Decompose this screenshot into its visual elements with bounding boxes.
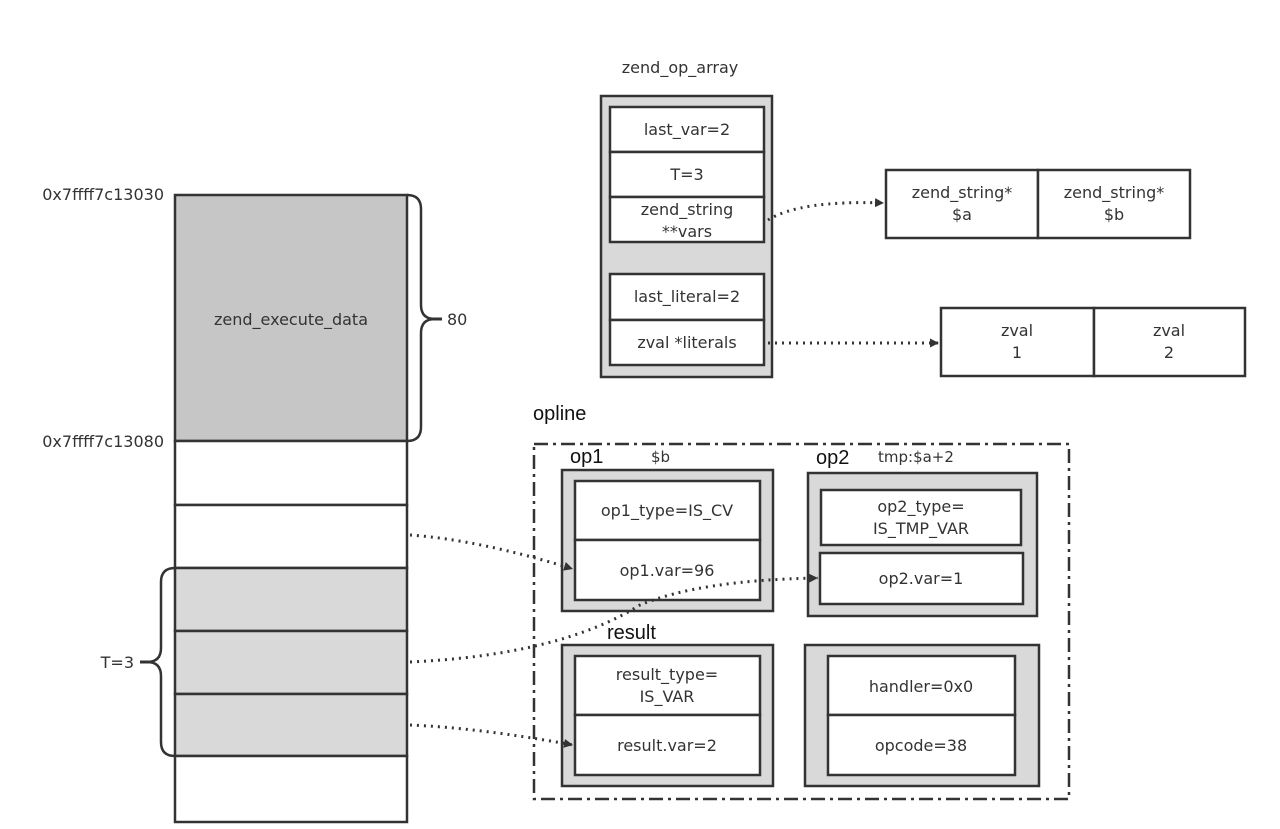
vars-text-line1: zend_string — [641, 200, 733, 220]
opcode-field — [826, 713, 1017, 777]
execute-data-block — [173, 193, 409, 443]
literal-cell-2-type: zval — [1153, 321, 1185, 340]
arrow-slot-to-op1 — [409, 533, 574, 571]
op1-type-text: op1_type=IS_CV — [601, 501, 733, 521]
result-label: result — [607, 622, 656, 644]
t-text: T=3 — [669, 165, 703, 184]
pointer-arrows — [409, 198, 939, 748]
vars-cell-a-name: $a — [952, 205, 972, 224]
literal-cell-1-value: 1 — [1012, 343, 1022, 362]
op1-type-field — [573, 479, 762, 542]
op1-label: op1 — [570, 446, 603, 468]
literals-text: zval *literals — [637, 333, 736, 352]
literals-field — [608, 318, 766, 367]
tmp-slot-3 — [173, 692, 409, 758]
op1-var-text: op1.var=96 — [620, 561, 715, 580]
vars-cell-a — [884, 168, 1040, 240]
op2-label: op2 — [816, 447, 849, 469]
arrow-tmp-to-op2 — [409, 573, 819, 664]
arrow-vars-to-names — [767, 198, 885, 222]
op2-type-text-line2: IS_TMP_VAR — [873, 519, 969, 539]
op2-note: tmp:$a+2 — [878, 448, 954, 466]
address-top: 0x7ffff7c13030 — [42, 185, 164, 204]
stack-slot-2 — [173, 503, 409, 570]
stack-slot-1 — [173, 439, 409, 507]
tmp-slot-1 — [173, 566, 409, 633]
op-array: zend_op_array last_var=2 T=3 zend_string… — [599, 58, 774, 379]
result-type-field — [573, 654, 762, 717]
vars-cell-b-name: $b — [1104, 205, 1124, 224]
last-var-text: last_var=2 — [644, 120, 730, 140]
last-literal-field — [608, 272, 766, 322]
opcode-text: opcode=38 — [875, 736, 967, 755]
op2-type-field — [819, 488, 1023, 547]
stack-frame: zend_execute_data 0x7ffff7c13030 0x7ffff… — [42, 185, 467, 824]
literal-cell-2-value: 2 — [1164, 343, 1174, 362]
opline-title: opline — [533, 403, 586, 425]
handler-text: handler=0x0 — [869, 677, 973, 696]
vars-text-line2: **vars — [662, 222, 712, 241]
op2-var-field — [818, 551, 1025, 606]
vars-cell-b-type: zend_string* — [1064, 183, 1164, 203]
op-array-title: zend_op_array — [622, 58, 738, 78]
arrow-tmp-to-result — [409, 723, 574, 748]
tmp-slot-2 — [173, 629, 409, 696]
execute-data-label: zend_execute_data — [214, 310, 368, 330]
vars-array: zend_string* $a zend_string* $b — [884, 168, 1192, 240]
literal-cell-2 — [1092, 306, 1247, 378]
result-var-field — [573, 713, 762, 777]
op2-type-text-line1: op2_type= — [877, 497, 964, 517]
vars-cell-b — [1036, 168, 1192, 240]
opline: opline op1 $b op1_type=IS_CV op1.var=96 … — [532, 403, 1071, 801]
literal-cell-1 — [939, 306, 1096, 378]
op1-var-field — [573, 538, 762, 602]
literal-cell-1-type: zval — [1001, 321, 1033, 340]
op1-note: $b — [651, 448, 670, 466]
opline-boundary — [532, 442, 1071, 801]
handler-field — [826, 654, 1017, 717]
literals-array: zval 1 zval 2 — [939, 306, 1247, 378]
stack-slot-bottom — [173, 754, 409, 824]
op2-var-text: op2.var=1 — [879, 569, 964, 588]
result-type-text-line1: result_type= — [616, 665, 718, 685]
last-var-field — [608, 105, 766, 154]
execute-data-size: 80 — [447, 310, 467, 329]
tmp-count-label: T=3 — [100, 653, 134, 672]
vars-cell-a-type: zend_string* — [912, 183, 1012, 203]
vars-field — [608, 195, 766, 244]
result-var-text: result.var=2 — [617, 736, 717, 755]
last-literal-text: last_literal=2 — [634, 287, 740, 307]
address-bottom: 0x7ffff7c13080 — [42, 432, 164, 451]
result-type-text-line2: IS_VAR — [640, 687, 695, 707]
